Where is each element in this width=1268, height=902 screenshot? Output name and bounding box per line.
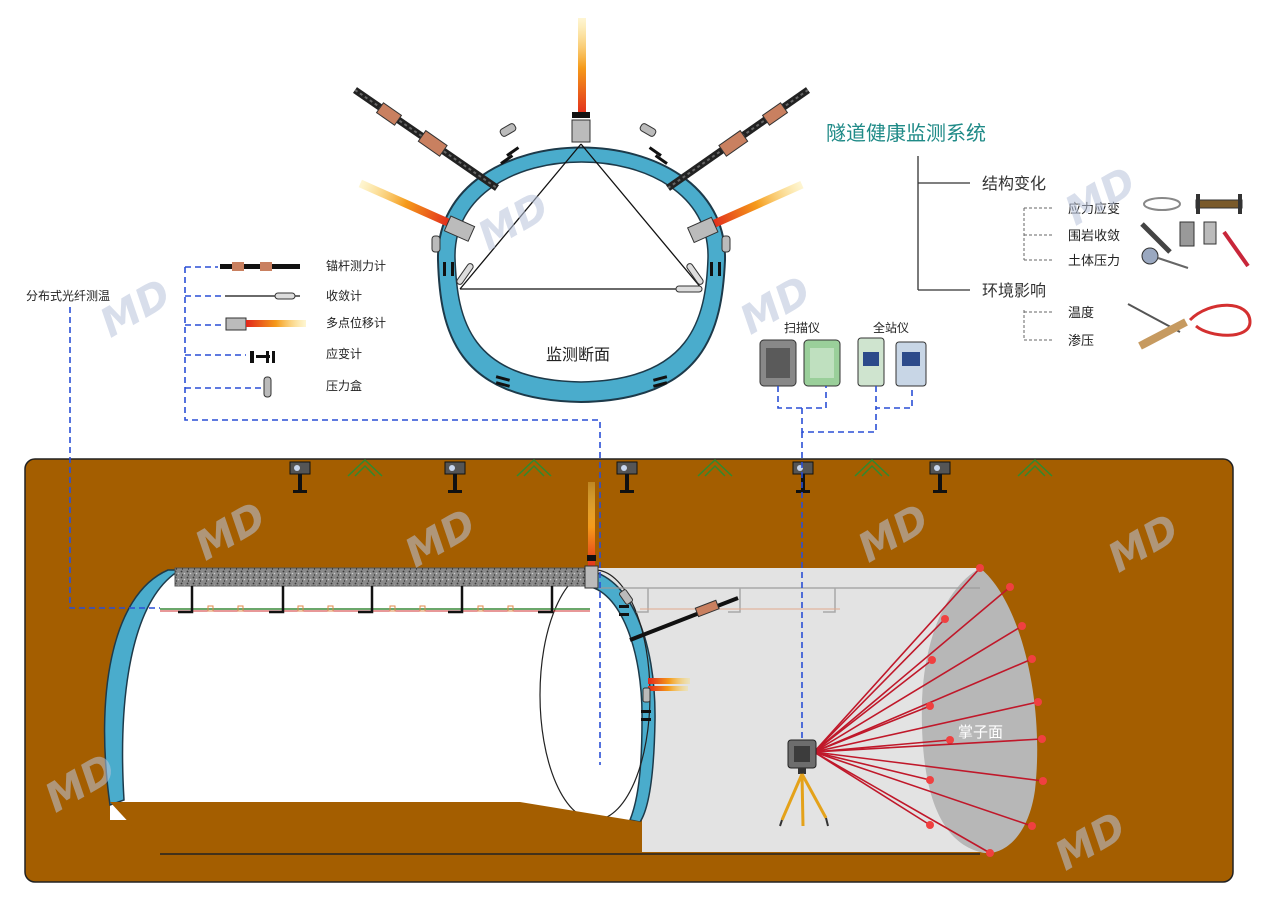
fiber-sensor-markers — [207, 605, 514, 612]
section-crown-extensometer — [571, 18, 591, 143]
watermark-text: MD — [93, 271, 179, 347]
convergence-gauge-icon — [225, 292, 300, 300]
ring-pressure-cells — [618, 589, 651, 703]
scan-point — [1038, 735, 1046, 743]
item-soil-pressure: 土体压力 — [1068, 254, 1120, 269]
stress-strain-sensor-icons — [1143, 194, 1243, 214]
scan-point — [926, 702, 934, 710]
laser-ray — [813, 658, 1033, 753]
monitoring-system-tree: 隧道健康监测系统 结构变化 环境影响 应力应变 围岩收敛 土体压力 温度 渗压 — [826, 121, 1252, 350]
seepage-sensor-icon — [1138, 318, 1188, 350]
laser-ray — [813, 751, 931, 781]
scan-point — [1028, 655, 1036, 663]
scan-point — [928, 656, 936, 664]
ground-vegetation — [347, 458, 1053, 477]
item-stress-strain: 应力应变 — [1068, 201, 1120, 217]
system-title: 隧道健康监测系统 — [826, 121, 986, 145]
wall-extensometer — [648, 678, 690, 691]
laser-ray — [813, 618, 946, 753]
legend-label-strain: 应变计 — [326, 346, 362, 361]
laser-ray — [813, 738, 1043, 753]
crown-hangers — [178, 586, 554, 614]
laser-scan-rays — [813, 564, 1047, 857]
scan-point — [926, 821, 934, 829]
scan-point — [1034, 698, 1042, 706]
soil-pressure-sensor-icon — [1141, 247, 1189, 269]
total-station-label: 全站仪 — [873, 320, 909, 335]
laser-ray — [813, 625, 1023, 753]
laser-ray — [813, 751, 931, 826]
scan-point — [976, 564, 984, 572]
total-station-device-icon — [857, 337, 927, 387]
tunnel-face-label: 掌子面 — [958, 723, 1003, 741]
scan-point — [986, 849, 994, 857]
scan-point — [1006, 583, 1014, 591]
temperature-sensor-icon — [1127, 303, 1252, 337]
scan-point — [946, 736, 954, 744]
wall-anchor-bolt — [629, 596, 739, 642]
multipoint-extensometer-icon — [225, 317, 306, 331]
watermark-text: MD — [1058, 159, 1144, 235]
scan-point — [1018, 622, 1026, 630]
strain-gauge-icon — [250, 351, 275, 363]
group-environment: 环境影响 — [982, 281, 1046, 300]
laser-ray — [813, 751, 1044, 782]
laser-ray — [813, 567, 981, 753]
tripod-laser-scanner — [779, 739, 829, 827]
laser-ray — [813, 659, 933, 753]
anchor-load-cell-icon — [220, 262, 300, 271]
section-strain-gauges — [443, 146, 721, 388]
section-pressure-cells — [431, 123, 731, 253]
item-seepage: 渗压 — [1068, 334, 1094, 349]
laser-ray — [813, 751, 1033, 827]
scan-point — [926, 776, 934, 784]
scan-point — [1039, 777, 1047, 785]
laser-ray — [813, 586, 1011, 753]
faint-hangers — [600, 587, 980, 613]
scan-point — [941, 615, 949, 623]
laser-ray — [813, 705, 931, 753]
instrument-group: 扫描仪 全站仪 — [759, 320, 927, 387]
scanner-label: 扫描仪 — [784, 321, 820, 335]
group-structure: 结构变化 — [982, 174, 1046, 193]
cross-section — [436, 143, 727, 404]
legend-label-convergence: 收敛计 — [326, 288, 362, 303]
tunnel-excavated-zone — [590, 568, 1038, 854]
pressure-cell-icon — [263, 376, 272, 398]
legend-label-extensometer: 多点位移计 — [326, 315, 386, 330]
convergence-sensor-icons — [1140, 221, 1250, 268]
item-rock-convergence: 围岩收敛 — [1068, 228, 1120, 244]
scanner-device-icon — [759, 339, 841, 387]
sensor-legend: 锚杆测力计 收敛计 多点位移计 应变计 压力盒 — [220, 258, 386, 398]
laser-ray — [813, 751, 991, 854]
cross-section-label: 监测断面 — [546, 345, 610, 364]
ring-strain-gauges — [619, 605, 651, 721]
data-connection-lines — [69, 266, 913, 765]
section-side-extensometers — [358, 179, 804, 244]
laser-ray — [813, 701, 1039, 753]
crown-extensometer — [584, 482, 599, 589]
fiber-label: 分布式光纤测温 — [26, 289, 110, 303]
legend-label-pressure: 压力盒 — [326, 378, 362, 393]
tunnel-lined-section — [103, 567, 980, 856]
section-anchor-bolts — [353, 87, 811, 191]
surface-monitoring-points — [289, 461, 951, 493]
item-temperature: 温度 — [1068, 305, 1094, 321]
legend-label-anchor: 锚杆测力计 — [326, 258, 386, 273]
scan-point — [1028, 822, 1036, 830]
